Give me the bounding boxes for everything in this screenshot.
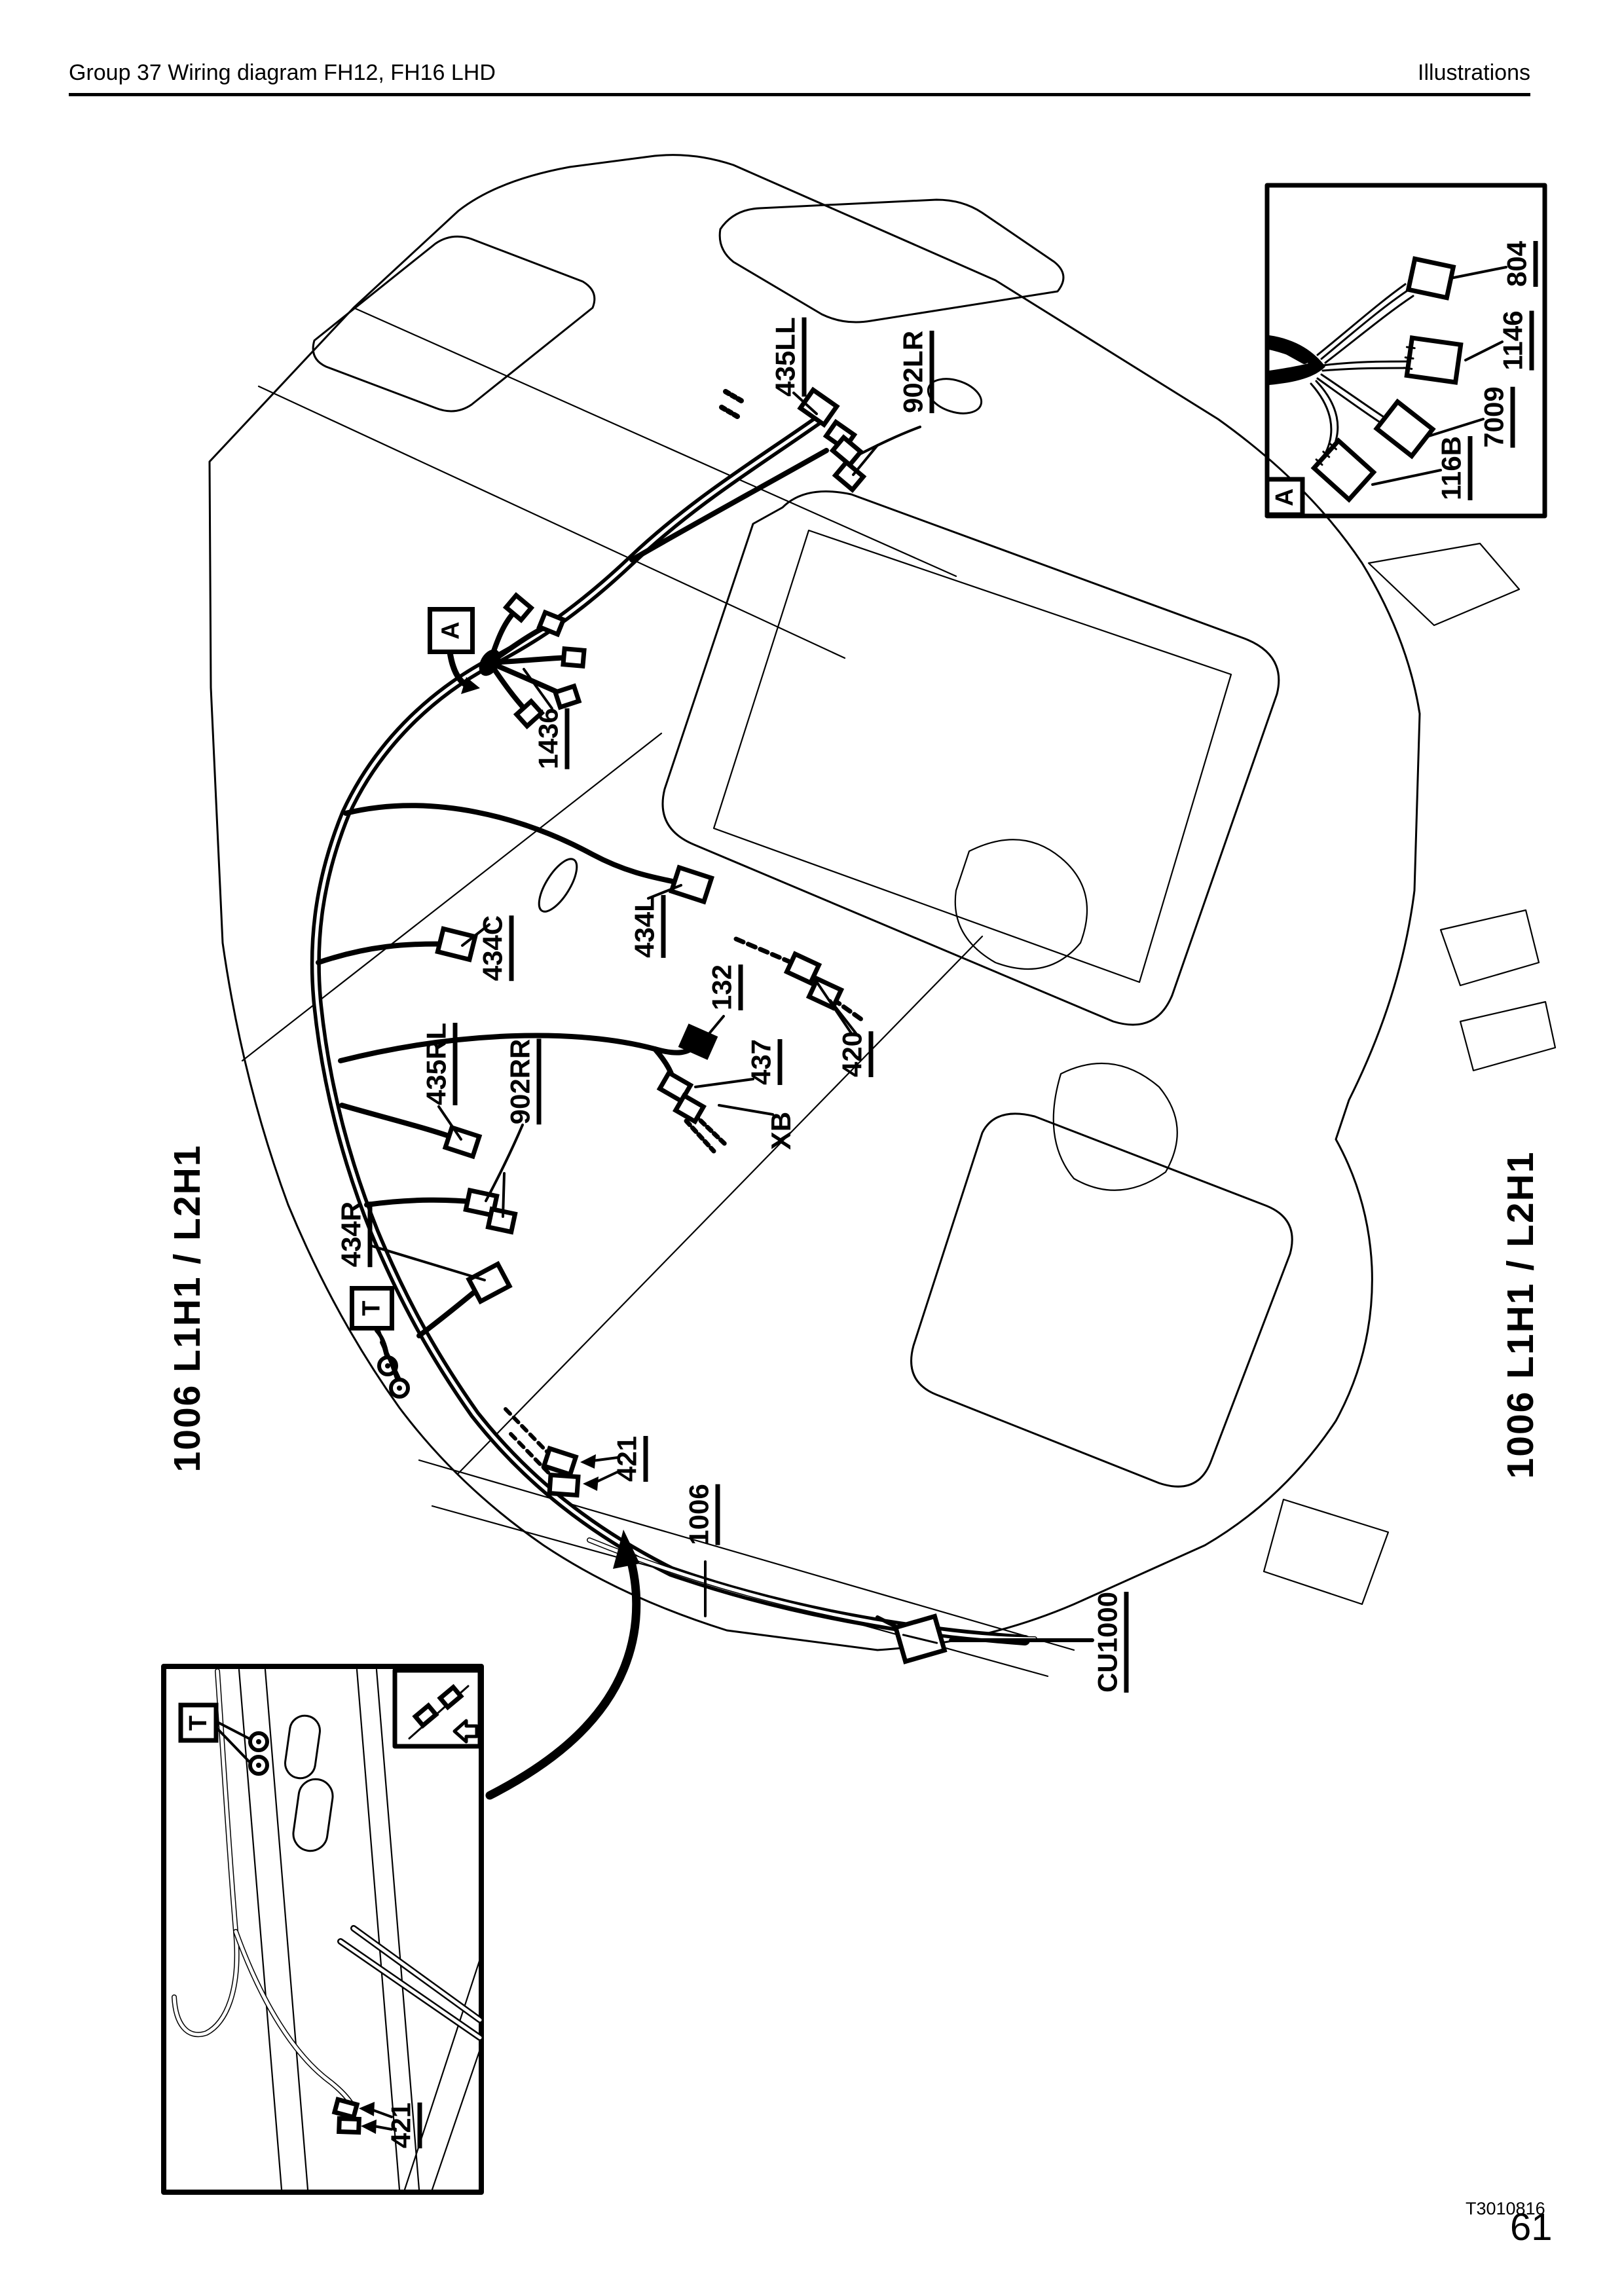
header-title: Group 37 Wiring diagram FH12, FH16 LHD [69,60,496,85]
cab-outline [208,154,1557,1678]
document-ref: T3010816 [1466,2199,1545,2218]
inset-t [161,1664,484,2195]
connectors [435,386,948,1664]
connector-orientation-icon [392,1668,483,1749]
detail-arrow [485,1530,641,1800]
header-rule [69,93,1530,96]
page-number: 61 [1510,2206,1553,2249]
inset-a [1264,183,1547,519]
header-section: Illustrations [1418,60,1530,85]
left-block-arrow-icon [452,1719,479,1744]
leader-lines [369,392,1094,1642]
